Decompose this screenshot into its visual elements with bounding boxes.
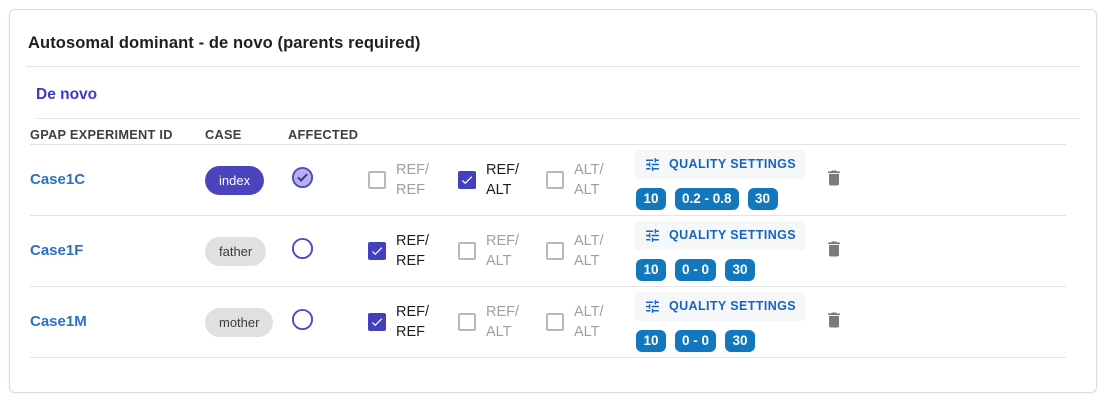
genotype-label-alt-alt[interactable]: ALT/ ALT <box>574 161 604 198</box>
divider <box>36 118 1080 119</box>
genotype-checkbox-alt-alt[interactable] <box>546 171 564 189</box>
check-circle-icon[interactable] <box>291 166 314 189</box>
experiments-table: GPAP EXPERIMENT ID CASE AFFECTED Case1C … <box>30 119 1066 358</box>
header-case: CASE <box>205 127 242 142</box>
genotype-label-alt-alt[interactable]: ALT/ ALT <box>574 232 604 269</box>
genotype-cell: REF/ REF <box>368 231 458 272</box>
circle-outline-icon[interactable] <box>291 308 314 331</box>
genotype-label-ref-ref[interactable]: REF/ REF <box>396 232 430 269</box>
experiment-id-cell: Case1C <box>30 171 205 189</box>
inheritance-panel: Autosomal dominant - de novo (parents re… <box>9 9 1097 393</box>
genotype-label-alt-alt[interactable]: ALT/ ALT <box>574 303 604 340</box>
experiment-id-cell: Case1F <box>30 242 205 260</box>
table-row: Case1C index REF/ REF <box>30 145 1066 216</box>
genotype-cell: REF/ REF <box>368 160 458 201</box>
quality-chip[interactable]: 0 - 0 <box>675 329 717 353</box>
quality-settings-button[interactable]: QUALITY SETTINGS <box>634 149 807 179</box>
header-affected: AFFECTED <box>288 127 359 142</box>
tune-icon <box>644 227 661 244</box>
delete-cell <box>820 239 875 264</box>
genotype-cell: ALT/ ALT <box>546 302 634 343</box>
delete-cell <box>820 168 875 193</box>
delete-cell <box>820 310 875 335</box>
case-role-chip: mother <box>205 307 274 337</box>
genotype-cell: REF/ REF <box>368 302 458 343</box>
quality-chip[interactable]: 30 <box>725 329 756 353</box>
genotype-checkbox-alt-alt[interactable] <box>546 242 564 260</box>
genotype-checkbox-ref-alt[interactable] <box>458 171 476 189</box>
genotype-checkbox-ref-alt[interactable] <box>458 313 476 331</box>
quality-settings-button[interactable]: QUALITY SETTINGS <box>634 220 807 250</box>
table-row: Case1M mother REF/ REF REF/ A <box>30 287 1066 358</box>
genotype-label-ref-alt[interactable]: REF/ ALT <box>486 303 520 340</box>
genotype-checkbox-ref-ref[interactable] <box>368 171 386 189</box>
genotype-cell: REF/ ALT <box>458 160 546 201</box>
divider <box>26 66 1080 67</box>
genotype-checkbox-ref-ref[interactable] <box>368 242 386 260</box>
genotype-cell: REF/ ALT <box>458 231 546 272</box>
genotype-cell: ALT/ ALT <box>546 231 634 272</box>
quality-chip[interactable]: 30 <box>725 258 756 282</box>
tune-icon <box>644 156 661 173</box>
tune-icon <box>644 298 661 315</box>
quality-settings-cell: QUALITY SETTINGS 10 0 - 0 30 <box>634 291 820 353</box>
table-row: Case1F father REF/ REF REF/ A <box>30 216 1066 287</box>
quality-chips: 10 0 - 0 30 <box>634 258 756 282</box>
affected-cell <box>288 237 368 265</box>
genotype-checkbox-ref-alt[interactable] <box>458 242 476 260</box>
quality-chip[interactable]: 10 <box>636 258 666 282</box>
genotype-checkbox-alt-alt[interactable] <box>546 313 564 331</box>
quality-chip[interactable]: 30 <box>747 187 778 211</box>
case-cell: index <box>205 165 288 195</box>
quality-settings-button[interactable]: QUALITY SETTINGS <box>634 291 807 321</box>
experiment-id-link[interactable]: Case1M <box>30 313 87 330</box>
experiment-id-link[interactable]: Case1F <box>30 242 84 259</box>
quality-chip[interactable]: 10 <box>636 187 666 211</box>
panel-title: Autosomal dominant - de novo (parents re… <box>28 34 421 52</box>
trash-icon[interactable] <box>824 310 844 330</box>
case-cell: mother <box>205 307 288 337</box>
trash-icon[interactable] <box>824 239 844 259</box>
quality-chips: 10 0 - 0 30 <box>634 329 756 353</box>
trash-icon[interactable] <box>824 168 844 188</box>
table-header-row: GPAP EXPERIMENT ID CASE AFFECTED <box>30 119 1066 145</box>
genotype-label-ref-alt[interactable]: REF/ ALT <box>486 232 520 269</box>
affected-cell <box>288 308 368 336</box>
quality-settings-label: QUALITY SETTINGS <box>669 228 797 243</box>
quality-chips: 10 0.2 - 0.8 30 <box>634 187 778 211</box>
case-role-chip: father <box>205 236 267 266</box>
header-gpap-experiment-id: GPAP EXPERIMENT ID <box>30 127 173 142</box>
experiment-id-cell: Case1M <box>30 313 205 331</box>
circle-outline-icon[interactable] <box>291 237 314 260</box>
case-role-chip: index <box>205 165 265 195</box>
quality-settings-label: QUALITY SETTINGS <box>669 299 797 314</box>
genotype-cell: REF/ ALT <box>458 302 546 343</box>
genotype-label-ref-ref[interactable]: REF/ REF <box>396 303 430 340</box>
genotype-label-ref-alt[interactable]: REF/ ALT <box>486 161 520 198</box>
quality-settings-cell: QUALITY SETTINGS 10 0.2 - 0.8 30 <box>634 149 820 211</box>
quality-chip[interactable]: 0.2 - 0.8 <box>675 187 739 211</box>
subsection-title: De novo <box>36 86 98 103</box>
affected-cell <box>288 166 368 194</box>
quality-settings-cell: QUALITY SETTINGS 10 0 - 0 30 <box>634 220 820 282</box>
quality-chip[interactable]: 10 <box>636 329 666 353</box>
experiment-id-link[interactable]: Case1C <box>30 171 86 188</box>
quality-chip[interactable]: 0 - 0 <box>675 258 717 282</box>
genotype-cell: ALT/ ALT <box>546 160 634 201</box>
genotype-label-ref-ref[interactable]: REF/ REF <box>396 161 430 198</box>
genotype-checkbox-ref-ref[interactable] <box>368 313 386 331</box>
quality-settings-label: QUALITY SETTINGS <box>669 157 797 172</box>
case-cell: father <box>205 236 288 266</box>
